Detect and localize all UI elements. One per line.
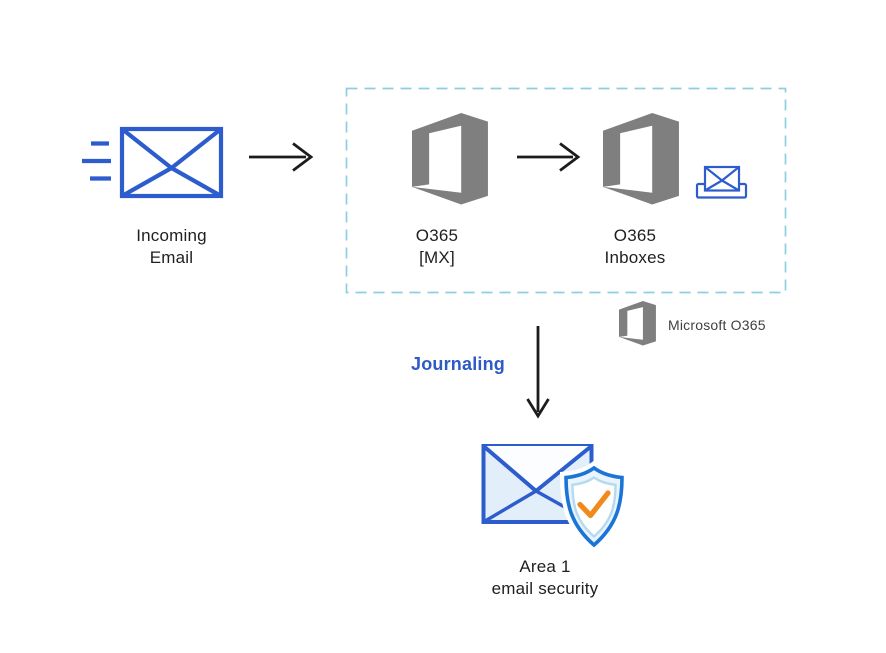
check-icon	[577, 490, 611, 519]
office-logo-icon	[619, 301, 656, 346]
o365-mx-label-line2: [MX]	[419, 248, 455, 267]
office-logo-icon	[603, 113, 679, 205]
o365-boundary-box	[345, 87, 787, 294]
arrow-right-icon	[517, 142, 581, 172]
incoming-email-label-line2: Email	[149, 248, 194, 267]
shield-check-icon	[559, 460, 629, 553]
office-logo-icon	[412, 113, 488, 205]
o365-inboxes-label-line2: Inboxes	[604, 248, 666, 267]
incoming-email-label-line1: Incoming	[136, 226, 207, 245]
o365-inboxes-label: O365 Inboxes	[575, 225, 695, 269]
area1-email-security-label: Area 1 email security	[465, 556, 625, 600]
incoming-email-label: Incoming Email	[93, 225, 250, 269]
o365-mx-label-line1: O365	[415, 226, 459, 245]
inbox-icon	[695, 165, 748, 199]
journaling-label: Journaling	[410, 354, 505, 374]
o365-mx-label: O365 [MX]	[377, 225, 497, 269]
arrow-down-icon	[526, 326, 550, 419]
area1-label-line1: Area 1	[519, 557, 571, 576]
incoming-email-icon	[82, 126, 224, 199]
arrow-right-icon	[249, 142, 314, 172]
area1-label-line2: email security	[491, 579, 599, 598]
microsoft-o365-legend-label: Microsoft O365	[668, 317, 766, 333]
email-security-icon	[481, 444, 629, 553]
o365-inboxes-label-line1: O365	[613, 226, 657, 245]
